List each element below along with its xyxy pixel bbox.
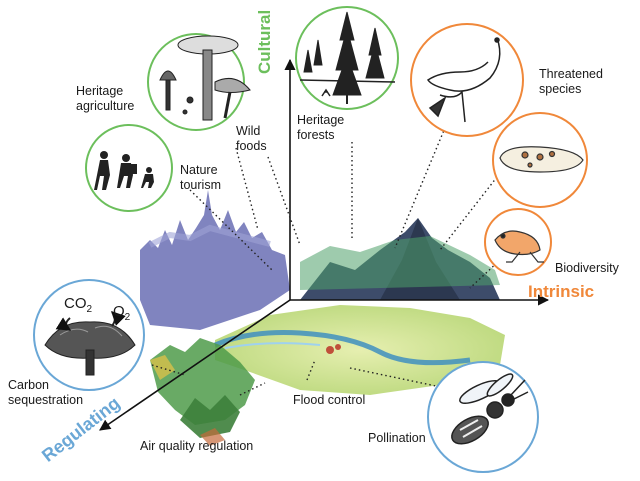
axes [99, 58, 550, 431]
co2-label: CO2 [64, 296, 92, 317]
threatened-species-larva-circle [492, 112, 588, 208]
flood-control-label: Flood control [293, 393, 366, 407]
cultural-axis-title: Cultural [255, 9, 274, 74]
regulating-axis [99, 299, 291, 431]
air-quality-regulation-label: Air quality regulation [140, 439, 254, 453]
heritage-forests-line-2: forests [297, 128, 335, 142]
carbon-sequestration-line-2: sequestration [8, 393, 84, 407]
forest-hills [150, 338, 255, 446]
threatened-species-line-2: species [539, 82, 582, 96]
threatened-species-heron-circle [410, 23, 524, 137]
heritage-agriculture-label: Heritage agriculture [76, 84, 134, 114]
valley [214, 305, 505, 395]
heritage-agriculture-line-1: Heritage [76, 84, 124, 98]
o2-label: O2 [113, 304, 130, 325]
o2-subscript: 2 [124, 312, 131, 323]
landscape-illustration [140, 190, 505, 446]
heritage-forests-label: Heritage forests [297, 113, 344, 143]
hikers-icon [94, 151, 154, 190]
mountains [300, 218, 500, 300]
heritage-forests-line-1: Heritage [297, 113, 345, 127]
heritage-agriculture-line-2: agriculture [76, 99, 135, 113]
nature-tourism-line-1: Nature [180, 163, 218, 177]
nature-tourism-label: Nature tourism [180, 163, 221, 193]
biodiversity-label: Biodiversity [555, 261, 619, 275]
threatened-species-line-1: Threatened [539, 67, 603, 81]
wild-foods-label: Wild foods [236, 124, 267, 154]
heritage-forests-circle [295, 6, 399, 110]
nature-tourism-line-2: tourism [180, 178, 221, 192]
forest-icon [299, 11, 396, 104]
o2-text: O [113, 303, 125, 320]
wild-foods-line-2: foods [236, 139, 267, 153]
intrinsic-axis-title: Intrinsic [528, 282, 595, 301]
city-silhouette [140, 190, 290, 330]
carbon-sequestration-label: Carbon sequestration [8, 378, 83, 408]
pollination-circle [427, 361, 539, 473]
frog-icon [494, 230, 544, 263]
connectors [151, 122, 501, 396]
mushrooms-icon [159, 35, 251, 121]
pollination-label: Pollination [368, 431, 426, 445]
beetle-larva-icon [499, 146, 584, 173]
carbon-sequestration-circle [33, 279, 145, 391]
wild-foods-circle [147, 33, 251, 131]
wild-foods-line-1: Wild [236, 124, 261, 138]
bee-icon [451, 373, 529, 445]
nature-tourism-circle [85, 124, 173, 212]
co2-subscript: 2 [86, 304, 93, 315]
biodiversity-circle [484, 208, 552, 276]
threatened-species-label: Threatened species [539, 67, 603, 97]
heron-icon [426, 37, 501, 123]
carbon-sequestration-line-1: Carbon [8, 378, 49, 392]
co2-text: CO [64, 295, 87, 312]
tree-icon [44, 321, 136, 376]
